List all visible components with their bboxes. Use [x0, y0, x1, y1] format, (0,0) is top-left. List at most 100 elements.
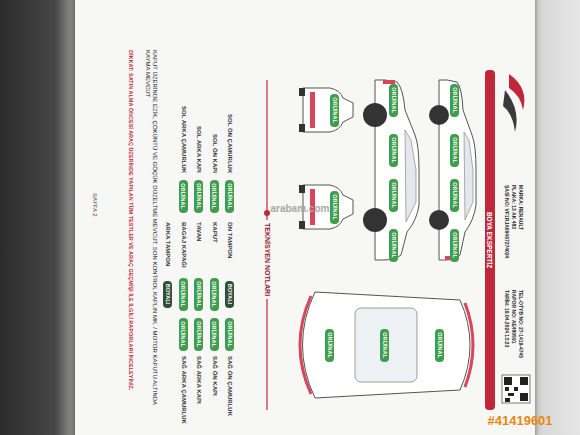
qr-frame: [502, 375, 530, 403]
page-number: SAYFA 2: [91, 193, 98, 217]
status-badge: ORİJİNAL: [195, 278, 204, 311]
part-name: ARKA TAMPON: [164, 222, 171, 266]
qr-code: [502, 375, 530, 403]
badge-text: ORİJİNAL: [227, 183, 233, 210]
car-wheel: [363, 103, 387, 127]
company-logo: [503, 74, 524, 132]
part-name: SOL ÖN KAPI: [211, 134, 218, 173]
car-window: [405, 130, 416, 222]
status-badge: ORİJİNAL: [179, 318, 188, 351]
car-wheel: [299, 124, 305, 132]
status-badge: ORİJİNAL: [331, 94, 340, 127]
car-side-view: [363, 80, 419, 260]
badge-text: ORİJİNAL: [452, 87, 458, 114]
part-name: SAĞ ÖN KAPI: [211, 356, 218, 396]
header-field: RAPOR NO: AE480591: [511, 290, 517, 343]
qr-module: [520, 377, 528, 385]
status-badge: ORİJİNAL: [195, 318, 204, 351]
status-badge: ORİJİNAL: [210, 318, 219, 351]
badge-text: ORİJİNAL: [227, 321, 233, 348]
paint-mark: [465, 303, 473, 387]
listing-id: #41419601: [488, 413, 553, 429]
status-badge: ORİJİNAL: [210, 180, 219, 213]
part-name: SOL ÖN ÇAMURLUK: [226, 114, 233, 173]
status-badge: ORİJİNAL: [331, 191, 340, 224]
qr-module: [505, 398, 510, 402]
badge-text: ORİJİNAL: [452, 182, 458, 209]
badge-text: ORİJİNAL: [332, 97, 338, 124]
badge-text: ORİJİNAL: [437, 332, 443, 359]
heading-icon: [264, 210, 270, 216]
status-badge: ORİJİNAL: [390, 229, 399, 262]
part-name: TAVAN: [195, 222, 202, 241]
badge-text: BOYALI: [227, 284, 233, 305]
badge-text: ORİJİNAL: [180, 183, 186, 210]
status-badge: ORİJİNAL: [451, 84, 460, 117]
badge-text: ORİJİNAL: [332, 194, 338, 221]
qr-module: [508, 393, 514, 396]
header-field: ŞASİ NO: VF1RJA00467274024: [504, 185, 510, 258]
section-heading: TEKNİSYEN NOTLARI: [263, 220, 271, 299]
part-name: KAPUT: [211, 222, 218, 243]
car-wheel: [429, 105, 449, 125]
section-band: BOYA EKSPERTİZ: [485, 70, 495, 410]
car-front-view: [299, 88, 353, 132]
qr-module: [520, 393, 528, 401]
badge-text: ORİJİNAL: [196, 281, 202, 308]
status-badge: ORİJİNAL: [390, 134, 399, 167]
header-field: PLAKA: 13 AK 483: [511, 185, 517, 229]
badge-text: ORİJİNAL: [382, 332, 388, 359]
status-badge: ORİJİNAL: [179, 180, 188, 213]
badge-text: ORİJİNAL: [391, 137, 397, 164]
badge-text: ORİJİNAL: [196, 183, 202, 210]
part-name: ÖN TAMPON: [226, 222, 233, 258]
status-badge: ORİJİNAL: [326, 329, 335, 362]
qr-module: [514, 387, 518, 391]
badge-text: ORİJİNAL: [391, 87, 397, 114]
car-wheel: [299, 185, 305, 193]
car-body: [303, 292, 471, 398]
status-badge: ORİJİNAL: [436, 329, 445, 362]
badge-text: BOYALI: [165, 284, 171, 305]
report-page: BOYA EKSPERTİZ ORİJİNAL ORİJİNAL ORİJİNAL OR…: [75, 0, 535, 435]
status-badge: BOYALI: [226, 281, 235, 308]
paint-mark: [300, 296, 311, 394]
logo-swoosh: [503, 90, 517, 132]
badge-text: ORİJİNAL: [327, 332, 333, 359]
badge-text: ORİJİNAL: [211, 321, 217, 348]
paint-mark: [310, 92, 315, 128]
status-badge: ORİJİNAL: [210, 278, 219, 311]
badge-text: ORİJİNAL: [196, 321, 202, 348]
badge-text: ORİJİNAL: [452, 232, 458, 259]
status-badge: ORİJİNAL: [195, 180, 204, 213]
car-wheel: [429, 210, 449, 230]
badge-text: ORİJİNAL: [180, 321, 186, 348]
badge-text: BOYA EKSPERTİZ: [486, 73, 493, 407]
car-roof: [355, 308, 417, 382]
status-badge: BOYALI: [164, 281, 173, 308]
badge-text: ORİJİNAL: [452, 137, 458, 164]
status-badge: ORİJİNAL: [390, 179, 399, 212]
watermark: arabam.com: [271, 203, 330, 215]
car-wheel: [299, 221, 305, 229]
status-badge: ORİJİNAL: [451, 179, 460, 212]
car-wheel: [299, 88, 305, 96]
report-illustration: [75, 0, 535, 435]
badge-text: ORİJİNAL: [180, 281, 186, 308]
car-top-view: [300, 292, 473, 398]
status-badge: ORİJİNAL: [451, 229, 460, 262]
part-name: BAGAJ KAPAĞI: [180, 222, 187, 268]
status-badge: ORİJİNAL: [451, 134, 460, 167]
status-badge: ORİJİNAL: [179, 278, 188, 311]
car-wheel: [363, 208, 387, 232]
car-window: [464, 132, 473, 220]
status-badge: ORİJİNAL: [390, 84, 399, 117]
status-badge: ORİJİNAL: [226, 180, 235, 213]
qr-module: [504, 377, 512, 385]
car-side-view: [429, 80, 476, 260]
status-badge: ORİJİNAL: [226, 318, 235, 351]
car-body: [303, 88, 353, 132]
part-name: SAĞ ÖN ÇAMURLUK: [226, 356, 233, 416]
part-name: SOL ARKA KAPI: [195, 126, 202, 173]
